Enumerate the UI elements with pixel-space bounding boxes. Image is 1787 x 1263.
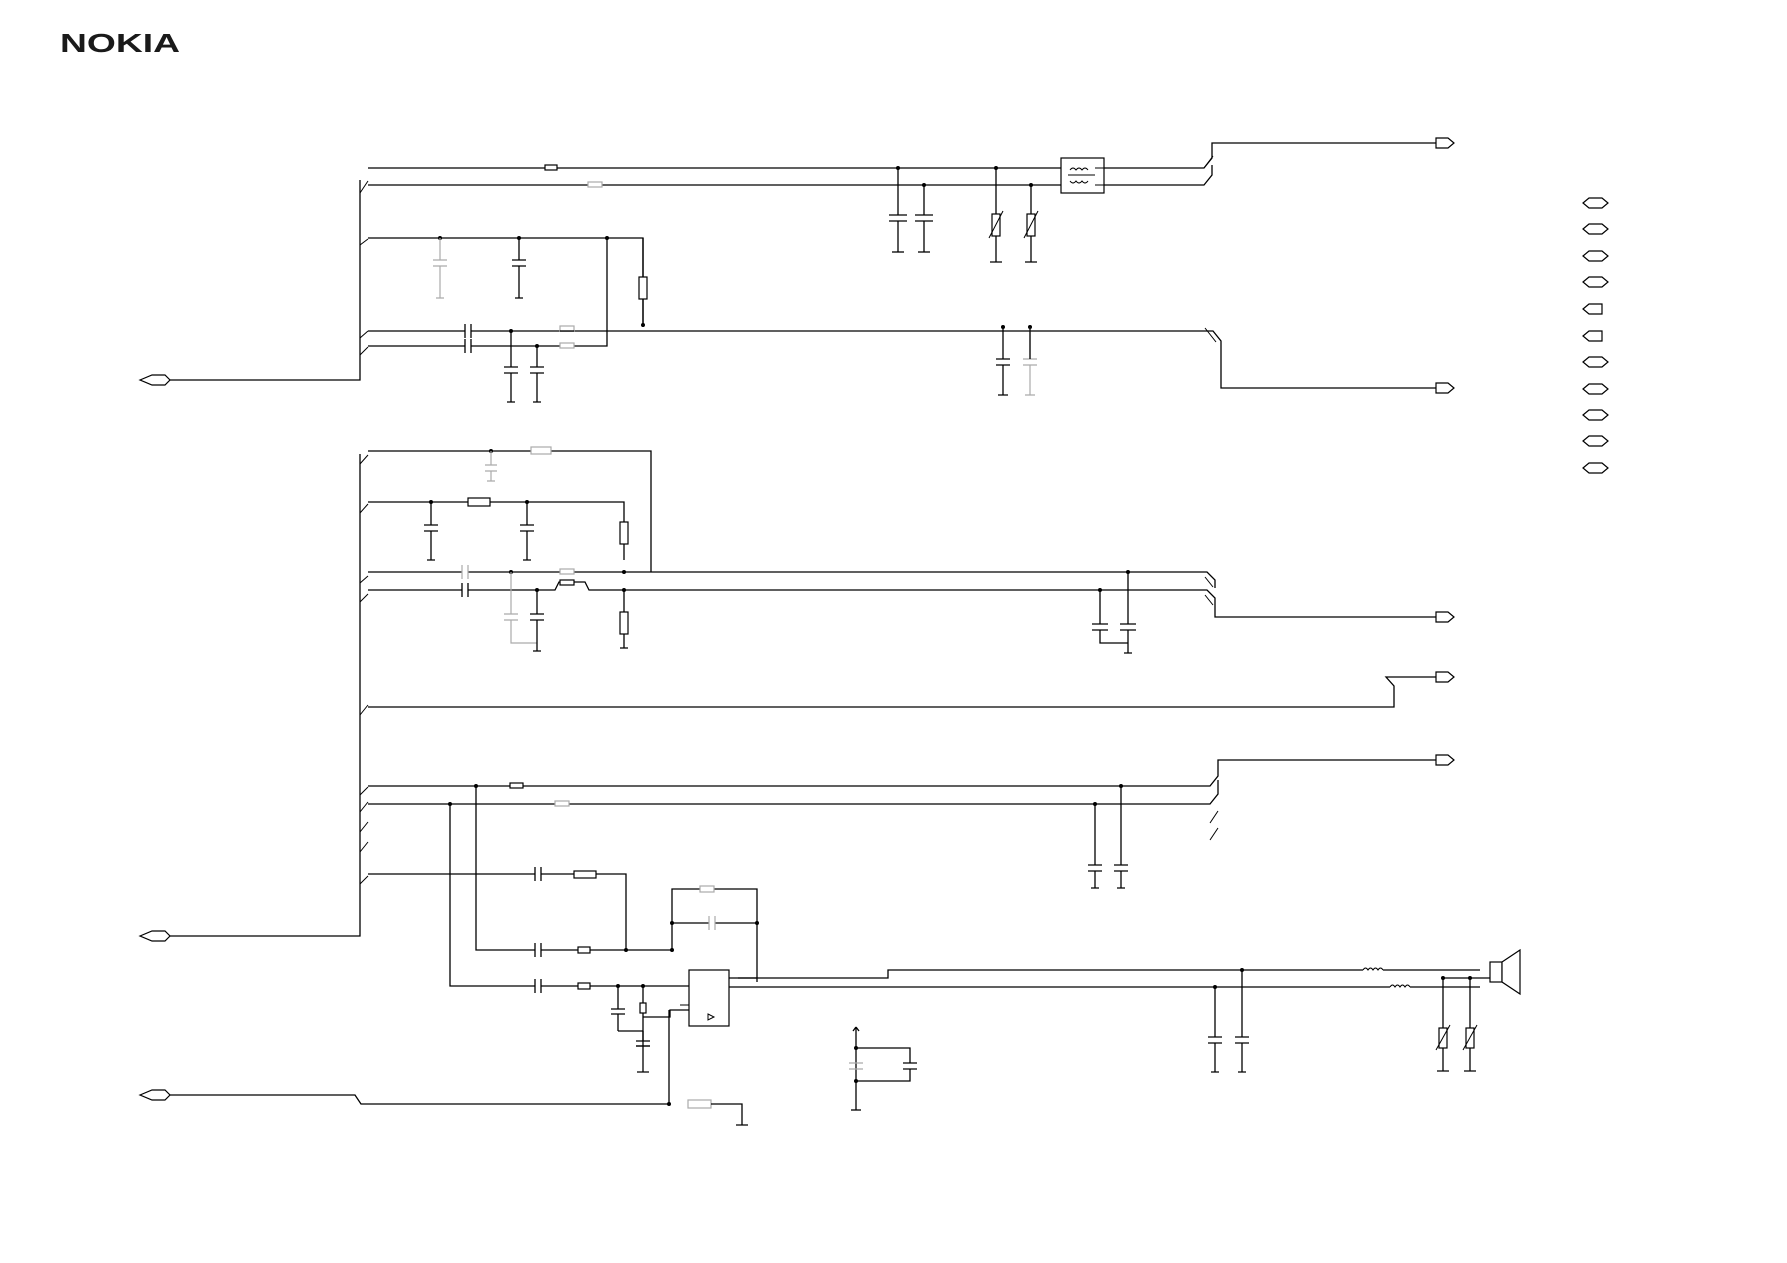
resistor-r1 [544, 164, 558, 171]
connector-contacts-left [359, 180, 369, 885]
left-input-port-3 [138, 1089, 670, 1105]
speaker-icon [1489, 948, 1521, 996]
resistor-r15 [577, 946, 591, 954]
audio-lines [368, 754, 1455, 889]
switch-contact-4 [1204, 594, 1214, 606]
supply-decoupling [849, 1026, 917, 1111]
signal-port-icon [1582, 276, 1609, 288]
inductor-l2 [1389, 984, 1411, 988]
resistor-r12 [509, 782, 524, 789]
signal-port-icon [1582, 330, 1603, 342]
signal-port-icon [1582, 197, 1609, 209]
top-filter-caps [889, 166, 1039, 263]
resistor-r2-unpopulated [587, 181, 603, 188]
resistor-r14 [573, 870, 597, 879]
common-mode-transformer [1060, 142, 1436, 194]
audio-amplifier [667, 969, 758, 1106]
resistor-r5-unpopulated [559, 342, 575, 349]
right-port-1 [1435, 137, 1455, 149]
nokia-logo-text: NOKIA [60, 28, 180, 58]
varistor-1 [988, 168, 1004, 263]
switch-contact-2 [1204, 327, 1217, 343]
right-port-2 [1435, 382, 1455, 394]
resistor-r6-unpopulated [530, 446, 552, 455]
signal-port-icon [1582, 303, 1603, 315]
switch-contact-top [1203, 155, 1214, 169]
switch-contact-6 [1209, 827, 1219, 841]
speaker-output-lines [729, 967, 1480, 1073]
signal-port-icon [1582, 250, 1609, 262]
varistor-2 [1023, 185, 1039, 263]
switch-contact-5 [1209, 810, 1219, 824]
signal-port-icon [1582, 409, 1609, 421]
nokia-logo: NOKIA [60, 28, 180, 58]
signal-port-icon [1582, 383, 1609, 395]
filter-block-2 [368, 446, 1436, 654]
signal-port-icon [1582, 223, 1609, 235]
amplifier-input-network [368, 786, 689, 1073]
resistor-r11 [619, 611, 629, 635]
resistor-r7 [467, 497, 491, 507]
right-port-3 [1435, 611, 1455, 623]
filter-block-1 [368, 236, 1436, 403]
top-signal-lines [368, 164, 1062, 188]
left-input-port-1 [138, 180, 361, 386]
resistor-r18-unpopulated [699, 885, 715, 893]
line-to-port-4 [368, 671, 1455, 708]
resistor-r4-unpopulated [559, 325, 575, 332]
left-input-port-2 [138, 454, 361, 942]
resistor-r17 [639, 1002, 647, 1014]
signal-port-icon [1582, 435, 1609, 447]
signal-port-icon [1582, 462, 1609, 474]
port-legend-column [1582, 197, 1609, 474]
resistor-r19-unpopulated [687, 1099, 712, 1109]
resistor-r8 [619, 521, 629, 545]
varistor-4 [1462, 978, 1478, 1072]
inductor-l1 [1362, 967, 1384, 971]
resistor-r13-unpopulated [554, 800, 570, 807]
signal-port-icon [1582, 356, 1609, 368]
resistor-r3 [638, 276, 648, 300]
resistor-r9-unpopulated [559, 568, 575, 575]
switch-contact-3 [1204, 576, 1214, 588]
resistor-r10 [559, 579, 575, 586]
varistor-3 [1435, 978, 1451, 1072]
amplifier-feedback [670, 885, 759, 978]
resistor-r16 [577, 982, 591, 990]
